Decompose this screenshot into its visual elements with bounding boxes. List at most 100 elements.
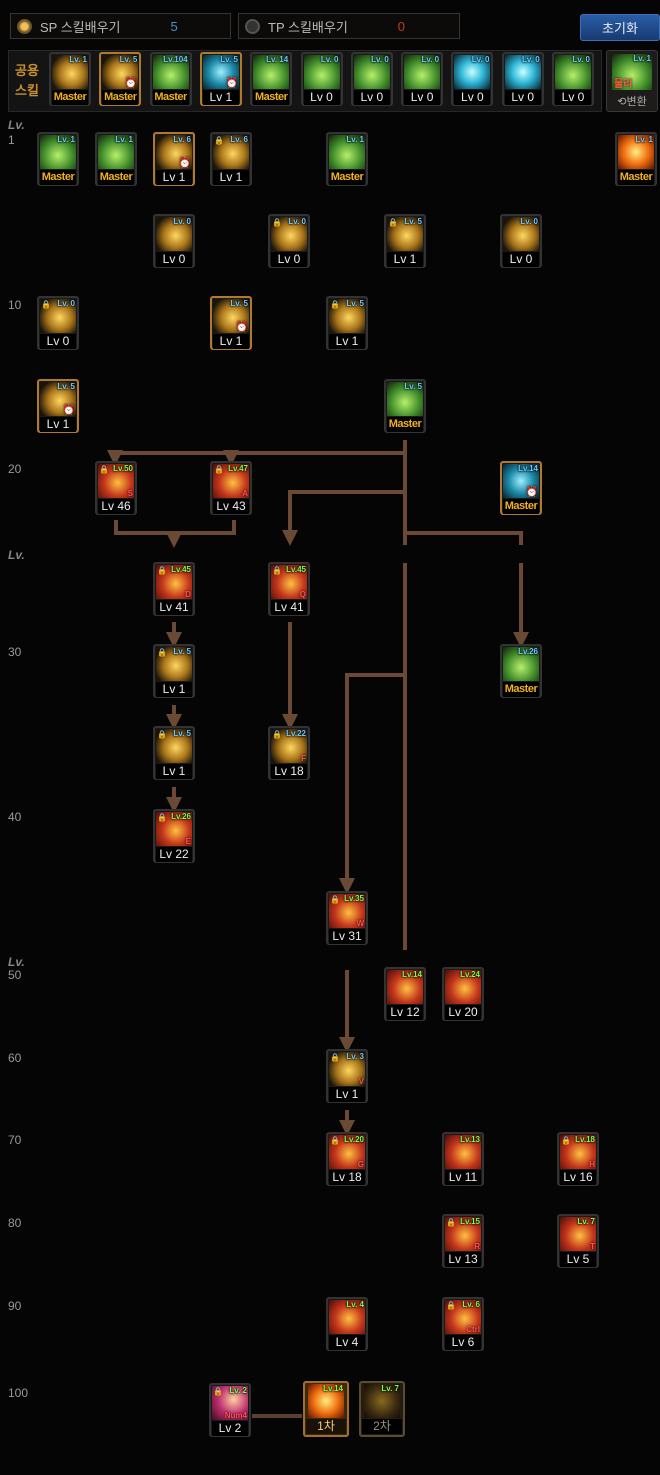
- skill-level-badge: Lv. 0: [320, 55, 339, 64]
- skill-node[interactable]: Lv. 6⏰Lv 1: [153, 132, 195, 186]
- skill-level-label: Lv 2: [212, 1421, 248, 1436]
- sp-learn-toggle[interactable]: SP 스킬배우기 5: [10, 13, 231, 39]
- connector: [405, 531, 521, 640]
- hotkey-label: A: [242, 489, 248, 498]
- lock-icon: 🔒: [272, 566, 282, 575]
- skill-level-label: Lv 1: [156, 170, 192, 185]
- skill-node[interactable]: Lv. 5⏰Master: [99, 52, 142, 106]
- skill-level-badge: Lv. 3: [346, 1052, 364, 1061]
- skill-level-badge: Lv. 5: [404, 382, 422, 391]
- skill-level-label: Master: [329, 170, 365, 185]
- skill-level-badge: Lv. 0: [421, 55, 440, 64]
- skill-icon: Lv. 7: [364, 1384, 400, 1418]
- skill-icon: Lv. 1: [52, 55, 88, 89]
- skill-level-label: Lv 16: [560, 1170, 596, 1185]
- skill-icon: 🔒Lv. 6: [213, 135, 249, 169]
- skill-node[interactable]: Lv. 5⏰Lv 1: [210, 296, 252, 350]
- skill-level-label: Master: [102, 90, 139, 105]
- skill-level-badge: Lv.24: [460, 970, 480, 979]
- skill-node[interactable]: Lv. 0 Lv 0: [401, 52, 444, 106]
- lock-icon: 🔒: [157, 730, 167, 739]
- skill-icon: Lv.104: [152, 55, 189, 89]
- skill-node[interactable]: Lv. 5⏰Lv 1: [37, 379, 79, 433]
- skill-icon: 🔒Lv. 5: [156, 647, 192, 681]
- lock-icon: 🔒: [330, 895, 340, 904]
- skill-icon: Lv. 5: [387, 382, 423, 416]
- skill-level-badge: Lv. 0: [173, 217, 191, 226]
- skill-level-badge: Lv. 5: [119, 55, 138, 64]
- skill-node[interactable]: Lv.14⏰Master: [500, 461, 542, 515]
- level-marker: 30: [8, 645, 22, 659]
- skill-level-label: Master: [503, 682, 539, 697]
- hotkey-label: V: [358, 1077, 364, 1086]
- tp-radio[interactable]: [245, 18, 260, 34]
- skill-icon: Lv.26: [503, 647, 539, 681]
- level-marker: 80: [8, 1216, 22, 1230]
- lock-icon: 🔒: [446, 1218, 456, 1227]
- skill-node[interactable]: Lv. 5⏰Lv 1: [199, 52, 242, 106]
- skill-icon: Lv. 14: [253, 55, 290, 89]
- skill-level-badge: Lv.18: [575, 1135, 595, 1144]
- convert-button[interactable]: Lv. 1 물리 ⟲변환: [606, 50, 658, 112]
- skill-level-label: Lv 18: [271, 764, 307, 779]
- refresh-icon: ⟲: [617, 96, 627, 108]
- skill-icon: Lv.24: [445, 970, 481, 1004]
- skill-level-badge: Lv.20: [344, 1135, 364, 1144]
- reset-button[interactable]: 초기화: [580, 14, 660, 41]
- skill-icon: Lv. 1: [329, 135, 365, 169]
- skill-level-badge: Lv.35: [344, 894, 364, 903]
- skill-level-badge: Lv. 0: [371, 55, 389, 64]
- skill-level-badge: Lv.47: [228, 464, 248, 473]
- sp-radio[interactable]: [17, 18, 32, 34]
- skill-level-label: Lv 1: [387, 252, 423, 267]
- tp-learn-toggle[interactable]: TP 스킬배우기 0: [238, 13, 460, 39]
- common-skills-label: 공용 스킬: [12, 61, 42, 101]
- skill-level-label: Lv 0: [404, 90, 441, 105]
